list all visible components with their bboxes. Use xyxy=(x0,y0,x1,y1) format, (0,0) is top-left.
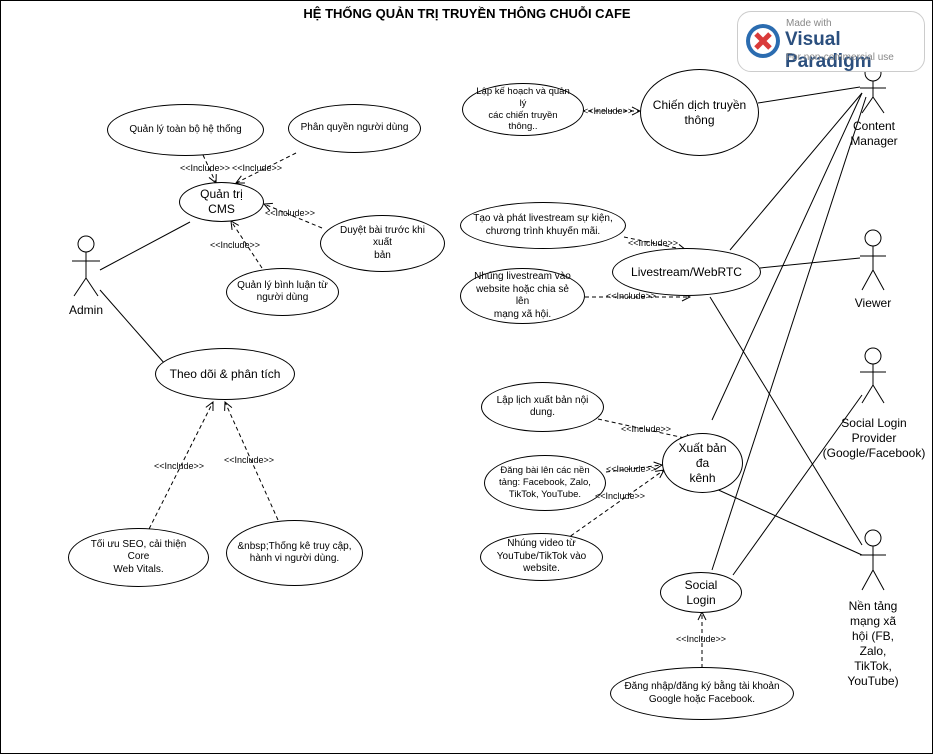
association-lines xyxy=(99,86,867,576)
social-platform-actor-icon xyxy=(860,529,886,591)
actor-label-social-login-provider: Social Login Provider (Google/Facebook) xyxy=(822,416,926,460)
include-label: <<Include>> xyxy=(595,491,646,501)
social-login-provider-actor-icon xyxy=(860,347,886,404)
use-case-theo-doi-phan-tich[interactable]: Theo dõi & phân tích xyxy=(155,348,295,400)
include-label: <<Include>> xyxy=(621,424,672,434)
actor-label-content-manager: Content Manager xyxy=(850,119,898,148)
include-label: <<Include>> xyxy=(628,238,679,248)
use-case-tao-livestream[interactable]: Tạo và phát livestream sự kiện,chương tr… xyxy=(460,202,626,249)
use-case-quan-ly-toan-bo[interactable]: Quản lý toàn bộ hệ thống xyxy=(107,104,264,156)
include-label: <<Include>> xyxy=(265,208,316,218)
visual-paradigm-watermark: Made with Visual Paradigm For non-commer… xyxy=(737,11,925,72)
include-label: <<Include>> xyxy=(583,106,634,116)
include-label: <<Include>> xyxy=(154,461,205,471)
visual-paradigm-logo-icon xyxy=(746,24,780,58)
include-label: <<Include>> xyxy=(232,163,283,173)
include-label: <<Include>> xyxy=(224,455,275,465)
use-case-thong-ke[interactable]: &nbsp;Thống kê truy cập,hành vi người dù… xyxy=(226,520,363,586)
include-label: <<Include>> xyxy=(606,291,657,301)
include-label: <<Include>> xyxy=(180,163,231,173)
admin-actor-icon xyxy=(72,235,100,297)
actor-label-viewer: Viewer xyxy=(854,296,892,310)
use-case-phan-quyen[interactable]: Phân quyền người dùng xyxy=(288,104,421,153)
actor-label-admin: Admin xyxy=(68,303,103,317)
include-label: <<Include>> xyxy=(606,464,657,474)
include-label: <<Include>> xyxy=(676,634,727,644)
diagram-title: HỆ THỐNG QUẢN TRỊ TRUYỀN THÔNG CHUỖI CAF… xyxy=(303,6,631,21)
watermark-brand: Visual Paradigm xyxy=(785,29,872,72)
use-case-livestream-webrtc[interactable]: Livestream/WebRTC xyxy=(612,248,761,296)
include-label: <<Include>> xyxy=(210,240,261,250)
use-case-quan-tri-cms[interactable]: Quản trị CMS xyxy=(179,182,264,222)
use-case-social-login[interactable]: Social Login xyxy=(660,572,742,613)
watermark-usage: For non-commercial use xyxy=(786,52,894,63)
watermark-made-with: Made with xyxy=(786,18,832,29)
viewer-actor-icon xyxy=(860,229,886,291)
actor-label-social-platform: Nền tảng mạng xã hội (FB, Zalo, TikTok, … xyxy=(847,599,899,688)
